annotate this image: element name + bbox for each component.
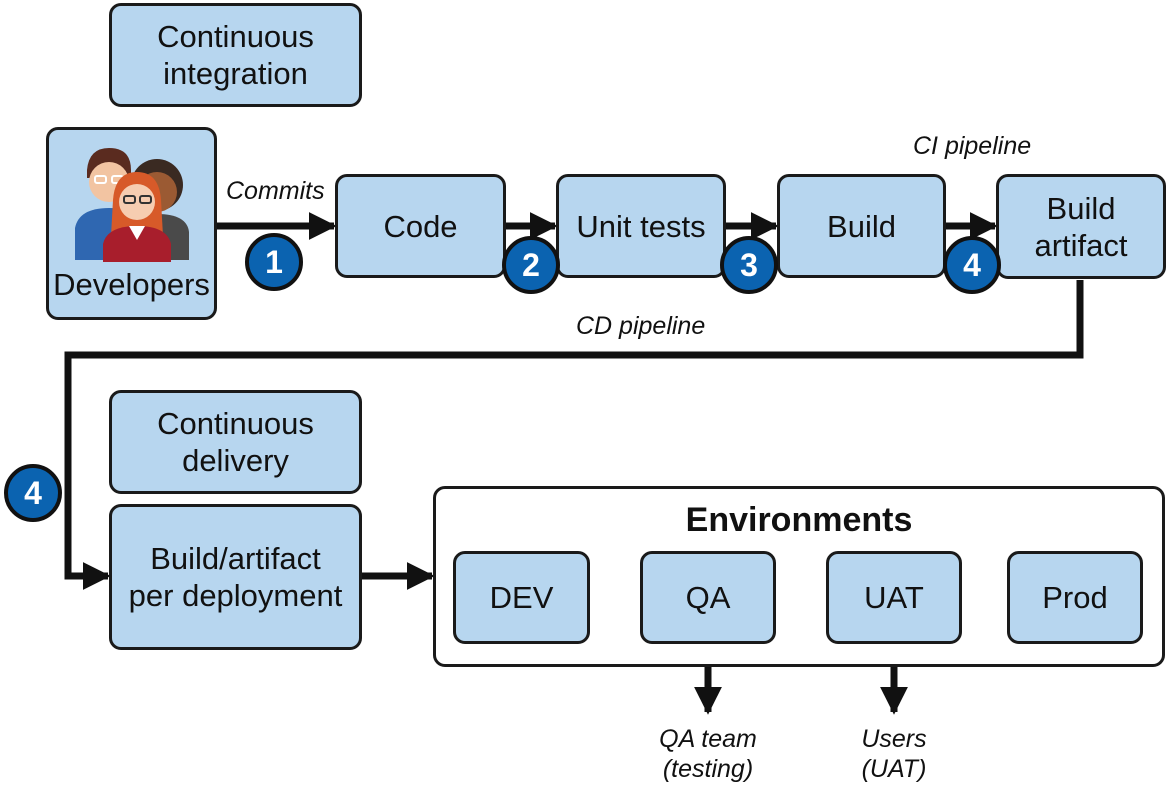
step-2-badge: 2	[502, 236, 560, 294]
environments-title: Environments	[685, 501, 913, 539]
step-4-badge: 4	[943, 236, 1001, 294]
qa-box: QA	[640, 551, 776, 644]
qa-label: QA	[685, 580, 731, 615]
continuous-delivery-box: Continuous delivery	[109, 390, 362, 494]
unit-tests-label: Unit tests	[576, 208, 706, 244]
build-label: Build	[827, 208, 896, 244]
ci-pipeline-label: CI pipeline	[913, 132, 1032, 160]
developers-icon	[75, 148, 189, 262]
dev-label: DEV	[489, 580, 554, 615]
developers-box: Developers	[46, 127, 217, 320]
dev-box: DEV	[453, 551, 590, 644]
step-4-cd-badge: 4	[4, 464, 62, 522]
step-3-badge: 3	[720, 236, 778, 294]
continuous-integration-box: Continuous integration	[109, 3, 362, 107]
uat-label: UAT	[864, 580, 924, 615]
code-label: Code	[383, 208, 458, 244]
uat-box: UAT	[826, 551, 962, 644]
unit-tests-box: Unit tests	[556, 174, 726, 278]
continuous-integration-label: Continuous integration	[157, 19, 314, 91]
build-box: Build	[777, 174, 946, 278]
prod-label: Prod	[1042, 580, 1108, 615]
qa-team-label: QA team (testing)	[659, 725, 757, 783]
developers-label: Developers	[53, 267, 210, 302]
cd-pipeline-line	[64, 280, 1084, 590]
code-box: Code	[335, 174, 506, 278]
build-per-deployment-box: Build/artifact per deployment	[109, 504, 362, 650]
users-label: Users (UAT)	[861, 725, 927, 783]
prod-box: Prod	[1007, 551, 1143, 644]
commits-label: Commits	[226, 177, 325, 205]
build-artifact-box: Build artifact	[996, 174, 1166, 279]
step-1-badge: 1	[245, 233, 303, 291]
build-per-deployment-label: Build/artifact per deployment	[128, 541, 343, 613]
build-artifact-label: Build artifact	[1034, 190, 1128, 263]
cd-pipeline-label: CD pipeline	[576, 312, 706, 340]
continuous-delivery-label: Continuous delivery	[157, 406, 314, 478]
